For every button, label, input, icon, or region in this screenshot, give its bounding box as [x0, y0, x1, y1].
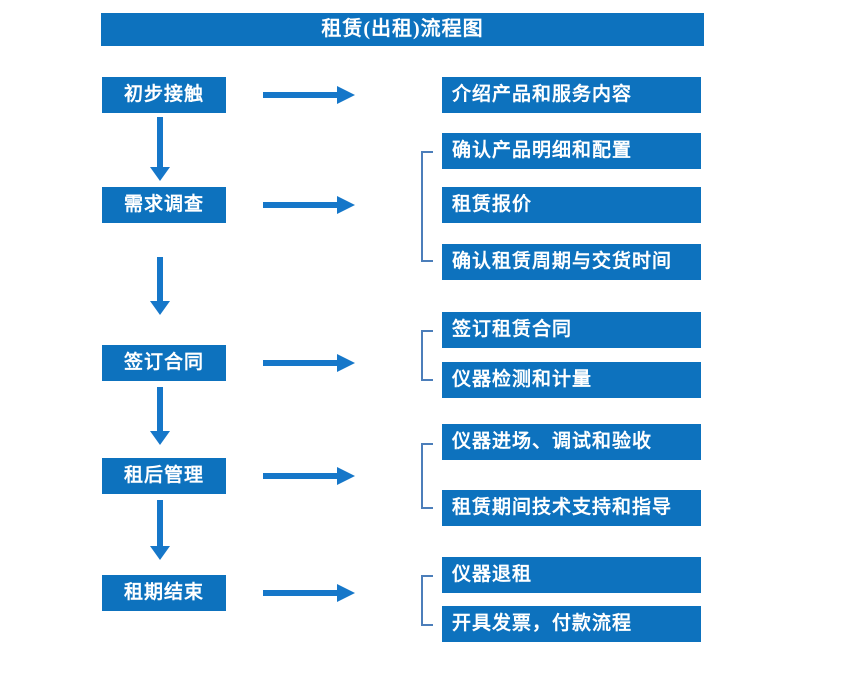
- arrow-down-icon: [150, 500, 170, 560]
- arrow-right-icon: [263, 196, 355, 214]
- arrow-down-icon: [150, 117, 170, 181]
- step-box-post-rental-management: 租后管理: [102, 458, 226, 494]
- page-title: 租赁(出租)流程图: [321, 18, 484, 40]
- step-box-demand-survey: 需求调查: [102, 187, 226, 223]
- arrow-down-icon: [150, 257, 170, 315]
- detail-box-confirm-period-delivery: 确认租赁周期与交货时间: [442, 244, 701, 280]
- arrow-right-icon: [263, 467, 355, 485]
- step-box-sign-contract: 签订合同: [102, 345, 226, 381]
- detail-box-tech-support: 租赁期间技术支持和指导: [442, 490, 701, 526]
- arrow-down-icon: [150, 387, 170, 445]
- bracket-icon: [421, 443, 433, 509]
- detail-box-instrument-setup: 仪器进场、调试和验收: [442, 424, 701, 460]
- detail-box-sign-rental-contract: 签订租赁合同: [442, 312, 701, 348]
- arrow-right-icon: [263, 86, 355, 104]
- arrow-right-icon: [263, 584, 355, 602]
- bracket-icon: [421, 330, 433, 381]
- step-box-initial-contact: 初步接触: [102, 77, 226, 113]
- arrow-right-icon: [263, 354, 355, 372]
- flowchart-title-bar: 租赁(出租)流程图: [101, 13, 704, 46]
- detail-box-confirm-product-config: 确认产品明细和配置: [442, 133, 701, 169]
- detail-box-rental-quote: 租赁报价: [442, 187, 701, 223]
- step-box-rental-end: 租期结束: [102, 575, 226, 611]
- bracket-icon: [421, 151, 433, 262]
- bracket-icon: [421, 575, 433, 626]
- detail-box-introduce-products: 介绍产品和服务内容: [442, 77, 701, 113]
- detail-box-instrument-testing: 仪器检测和计量: [442, 362, 701, 398]
- detail-box-invoice-payment: 开具发票，付款流程: [442, 606, 701, 642]
- detail-box-instrument-return: 仪器退租: [442, 557, 701, 593]
